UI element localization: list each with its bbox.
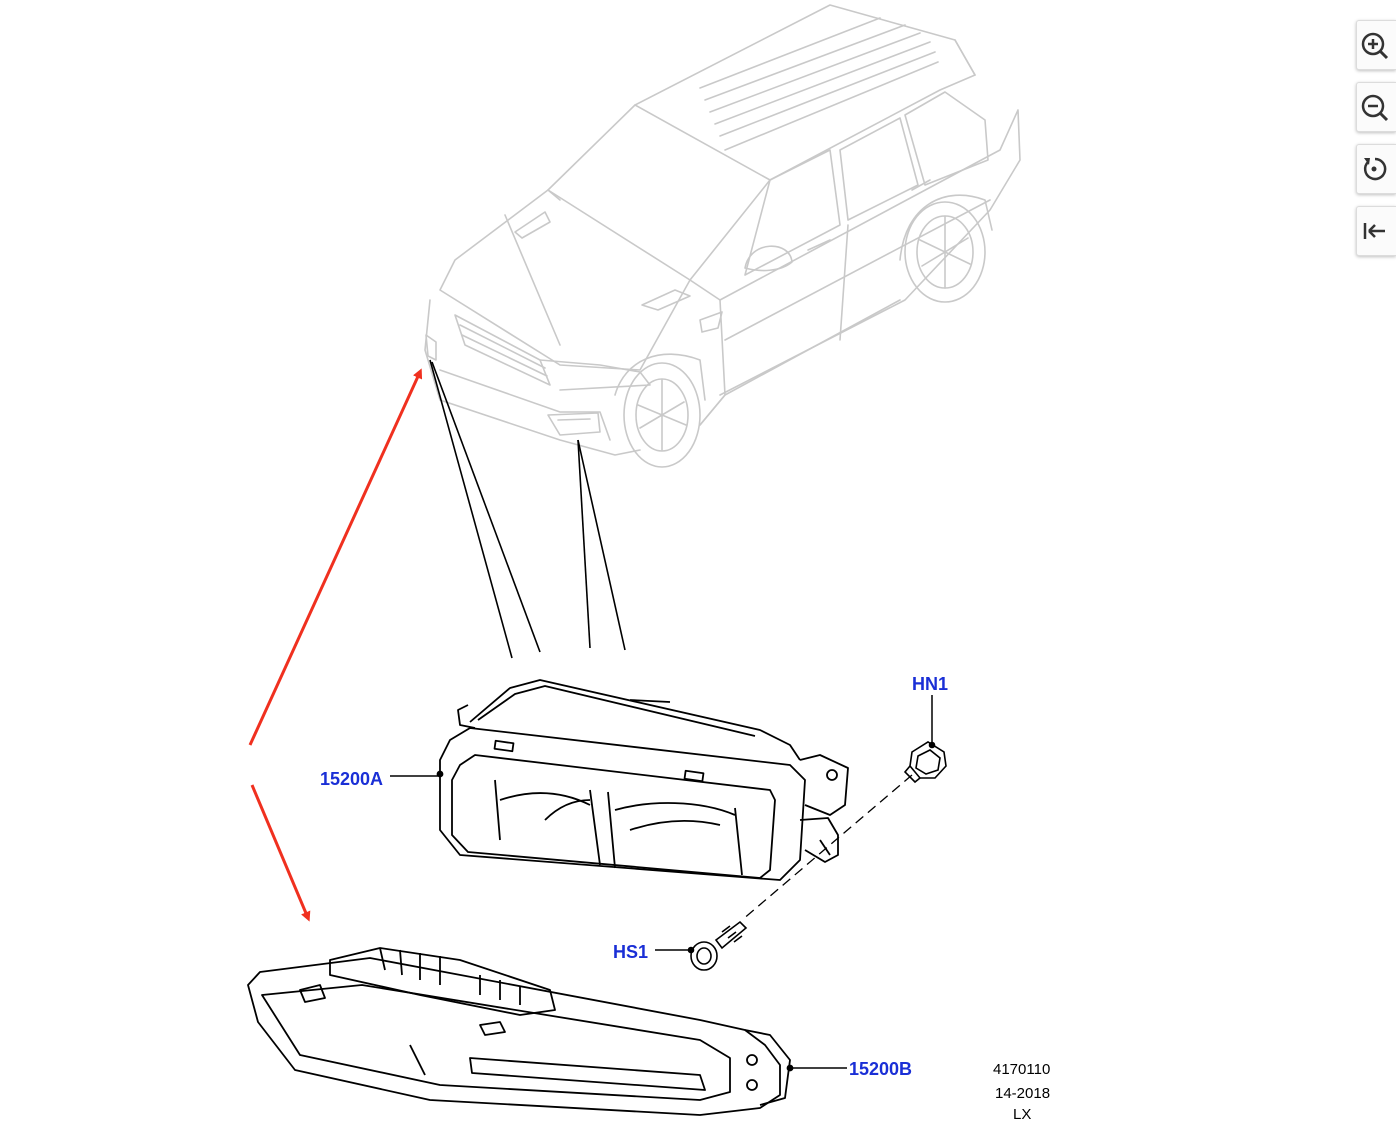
illustration-code: LX — [1013, 1106, 1032, 1123]
callout-hn1[interactable]: HN1 — [912, 674, 949, 694]
zoom-in-icon — [1361, 32, 1389, 60]
nut-hn1-drawing — [903, 695, 947, 784]
screw-hs1-drawing — [655, 920, 748, 971]
reset-icon — [1363, 157, 1387, 181]
fog-lamp-15200b — [247, 947, 794, 1116]
vehicle-illustration — [424, 4, 1021, 468]
illustration-date: 14-2018 — [995, 1085, 1051, 1102]
red-arrows — [248, 368, 423, 922]
zoom-in-button[interactable] — [1356, 20, 1396, 70]
reset-button[interactable] — [1356, 144, 1396, 194]
callout-15200b[interactable]: 15200B — [849, 1059, 913, 1079]
callout-hs1[interactable]: HS1 — [613, 942, 649, 962]
illustration-number: 4170110 — [993, 1061, 1051, 1078]
fastener-axis — [741, 774, 913, 921]
zoom-out-button[interactable] — [1356, 82, 1396, 132]
collapse-panel-button[interactable] — [1356, 206, 1396, 256]
fog-lamp-15200a — [436, 679, 849, 881]
collapse-panel-icon — [1363, 223, 1385, 239]
callout-15200a[interactable]: 15200A — [320, 769, 384, 789]
zoom-out-icon — [1361, 94, 1389, 122]
leader-lines — [429, 359, 626, 659]
